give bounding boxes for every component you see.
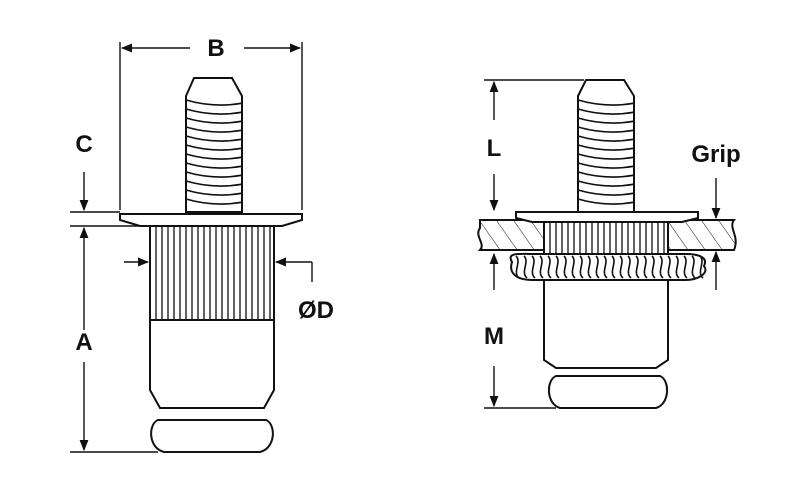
thread-line <box>185 153 243 160</box>
dimension-d: ØD <box>124 257 334 324</box>
label-grip: Grip <box>691 141 740 168</box>
coil-line <box>595 255 600 279</box>
coil-line <box>579 255 584 279</box>
thread-line <box>185 180 243 187</box>
left-threaded-stud <box>185 77 243 213</box>
coil-line <box>619 255 624 279</box>
right-knurled-body <box>543 221 669 255</box>
thread-line <box>577 162 635 169</box>
right-shank <box>543 279 669 369</box>
thread-line <box>185 117 243 124</box>
thread-line <box>577 135 635 142</box>
left-knurled-body <box>149 225 275 321</box>
dimension-l: L <box>484 79 584 212</box>
coil-line <box>563 255 568 279</box>
coil-line <box>667 255 672 279</box>
dimension-a: A <box>70 264 158 453</box>
coil-line <box>643 255 648 279</box>
coil-line <box>635 255 640 279</box>
right-dome-tip <box>548 375 668 409</box>
right-bulge <box>509 252 707 281</box>
label-b: B <box>207 35 224 62</box>
right-fastener <box>477 79 737 409</box>
coil-line <box>699 255 704 279</box>
coil-line <box>603 255 608 279</box>
dimension-c: C <box>70 131 150 264</box>
label-l: L <box>487 135 502 162</box>
thread-line <box>577 99 635 106</box>
thread-line <box>577 108 635 115</box>
coil-line <box>659 255 664 279</box>
dimension-b: B <box>119 35 303 210</box>
coil-line <box>531 255 536 279</box>
thread-line <box>185 162 243 169</box>
thread-line <box>577 144 635 151</box>
thread-line <box>577 171 635 178</box>
coil-line <box>587 255 592 279</box>
thread-line <box>577 153 635 160</box>
thread-line <box>577 180 635 187</box>
panel-sheet <box>477 219 737 251</box>
coil-line <box>515 255 520 279</box>
coil-line <box>547 255 552 279</box>
label-d: ØD <box>298 297 334 324</box>
label-m: M <box>484 323 504 350</box>
right-flange <box>515 211 699 223</box>
thread-line <box>185 189 243 196</box>
thread-line <box>185 126 243 133</box>
coil-line <box>651 255 656 279</box>
left-shank <box>149 319 275 409</box>
left-dome-tip <box>150 419 274 453</box>
coil-line <box>675 255 680 279</box>
thread-line <box>185 108 243 115</box>
left-flange <box>119 213 303 227</box>
thread-line <box>577 117 635 124</box>
thread-line <box>577 189 635 196</box>
coil-line <box>691 255 696 279</box>
coil-line <box>523 255 528 279</box>
right-threaded-stud <box>577 79 635 213</box>
thread-line <box>185 171 243 178</box>
coil-line <box>683 255 688 279</box>
thread-line <box>185 144 243 151</box>
coil-line <box>627 255 632 279</box>
dimension-m: M <box>484 252 556 409</box>
label-c: C <box>75 131 92 158</box>
left-fastener <box>119 77 303 453</box>
coil-line <box>555 255 560 279</box>
dimension-grip: Grip <box>691 141 741 290</box>
coil-line <box>539 255 544 279</box>
coil-line <box>611 255 616 279</box>
label-a: A <box>75 329 92 356</box>
thread-line <box>577 126 635 133</box>
thread-line <box>185 135 243 142</box>
coil-line <box>571 255 576 279</box>
thread-line <box>577 198 635 205</box>
thread-line <box>185 198 243 205</box>
thread-line <box>185 99 243 106</box>
